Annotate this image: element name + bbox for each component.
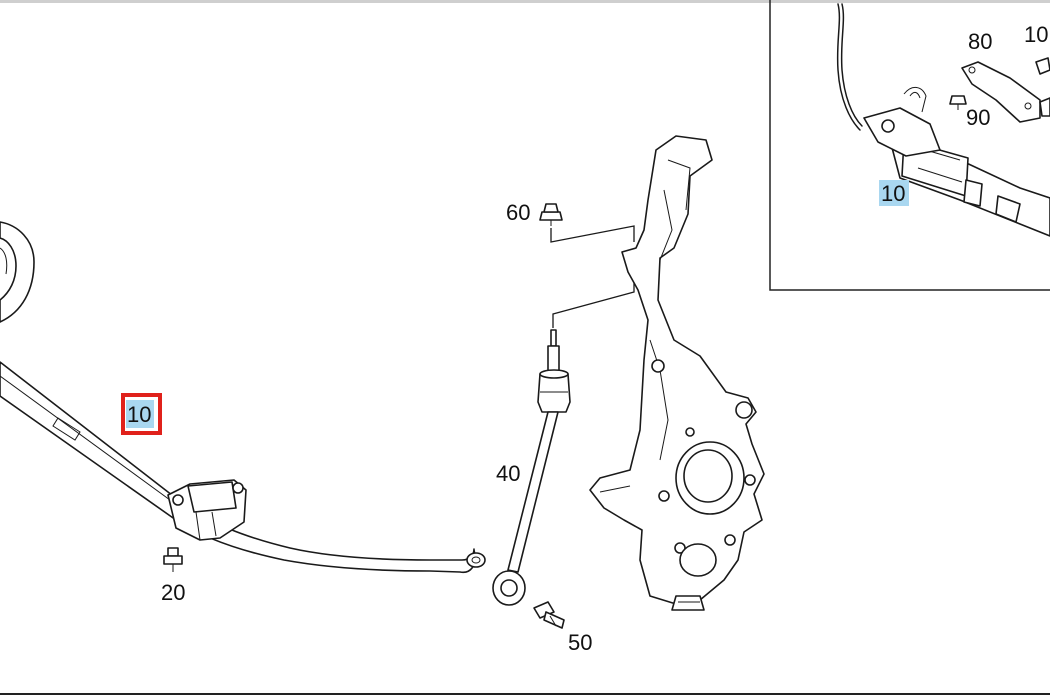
- steering-knuckle[interactable]: [589, 135, 765, 611]
- callout-bushing-bolt[interactable]: 20: [161, 580, 185, 605]
- callout-main-stabilizer[interactable]: 10: [127, 402, 151, 427]
- inset-bracket[interactable]: [961, 61, 1041, 123]
- callout-10-highlight: [126, 400, 154, 428]
- inset-nut[interactable]: [949, 95, 967, 110]
- callout-knuckle-nut[interactable]: 60: [506, 200, 530, 225]
- callout-link-rod[interactable]: 40: [496, 461, 520, 486]
- bushing-bolt[interactable]: [163, 547, 183, 572]
- callout-inset-nut[interactable]: 90: [966, 105, 990, 130]
- inset-stabilizer[interactable]: [863, 87, 1050, 237]
- inset-topright-part[interactable]: [1035, 57, 1050, 117]
- knuckle-nut[interactable]: [539, 203, 563, 226]
- stabilizer-bushing[interactable]: [167, 479, 247, 541]
- inset-callout-10-highlight: [879, 180, 909, 206]
- callout-inset-bracket[interactable]: 80: [968, 29, 992, 54]
- leader-line-60: [550, 225, 635, 243]
- callout-link-bolt[interactable]: 50: [568, 630, 592, 655]
- link-rod[interactable]: [492, 329, 571, 606]
- inset-panel: [769, 0, 1050, 291]
- callout-inset-topright-partial[interactable]: 10: [1024, 22, 1048, 47]
- callout-inset-stabilizer[interactable]: 10: [881, 181, 905, 206]
- leader-line-60b: [552, 270, 635, 328]
- selection-box: [121, 393, 162, 435]
- link-bolt[interactable]: [533, 601, 565, 629]
- stabilizer-bar[interactable]: [0, 221, 486, 574]
